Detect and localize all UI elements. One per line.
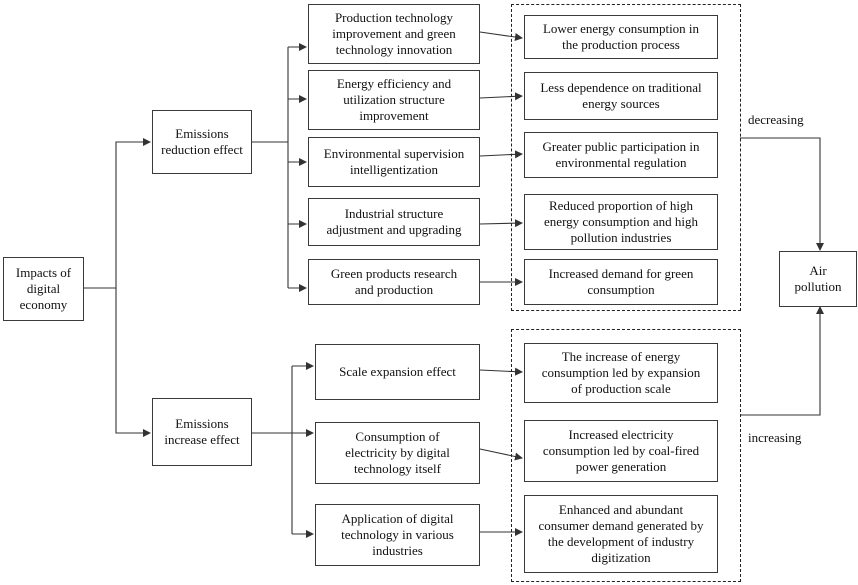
reduction-effect-node: Emissions reduction effect xyxy=(152,110,252,174)
reduction-outcome-node: Reduced proportion of high energy consum… xyxy=(524,194,718,250)
reduction-outcome-node: Greater public participation in environm… xyxy=(524,132,718,178)
increase-mechanism-node: Scale expansion effect xyxy=(315,344,480,400)
increase-outcomes-group xyxy=(511,329,741,582)
reduction-mechanism-node: Industrial structure adjustment and upgr… xyxy=(308,198,480,246)
increase-outcome-node: The increase of energy consumption led b… xyxy=(524,343,718,403)
increase-outcome-node: Enhanced and abundant consumer demand ge… xyxy=(524,495,718,573)
reduction-outcome-node: Less dependence on traditional energy so… xyxy=(524,72,718,120)
reduction-mechanism-node: Green products research and production xyxy=(308,259,480,305)
reduction-mechanism-node: Production technology improvement and gr… xyxy=(308,4,480,64)
decreasing-label: decreasing xyxy=(748,112,804,127)
increasing-label: increasing xyxy=(748,430,802,445)
reduction-mechanism-node: Environmental supervision intelligentiza… xyxy=(308,137,480,187)
reduction-outcome-node: Increased demand for green consumption xyxy=(524,259,718,305)
increase-outcome-node: Increased electricity consumption led by… xyxy=(524,420,718,482)
increase-effect-node: Emissions increase effect xyxy=(152,398,252,466)
reduction-mechanism-node: Energy efficiency and utilization struct… xyxy=(308,70,480,130)
increase-mechanism-node: Application of digital technology in var… xyxy=(315,504,480,566)
root-node: Impacts of digital economy xyxy=(3,257,84,321)
increase-mechanism-node: Consumption of electricity by digital te… xyxy=(315,422,480,484)
reduction-outcomes-group xyxy=(511,4,741,311)
air-pollution-node: Air pollution xyxy=(779,251,857,307)
reduction-outcome-node: Lower energy consumption in the producti… xyxy=(524,15,718,59)
